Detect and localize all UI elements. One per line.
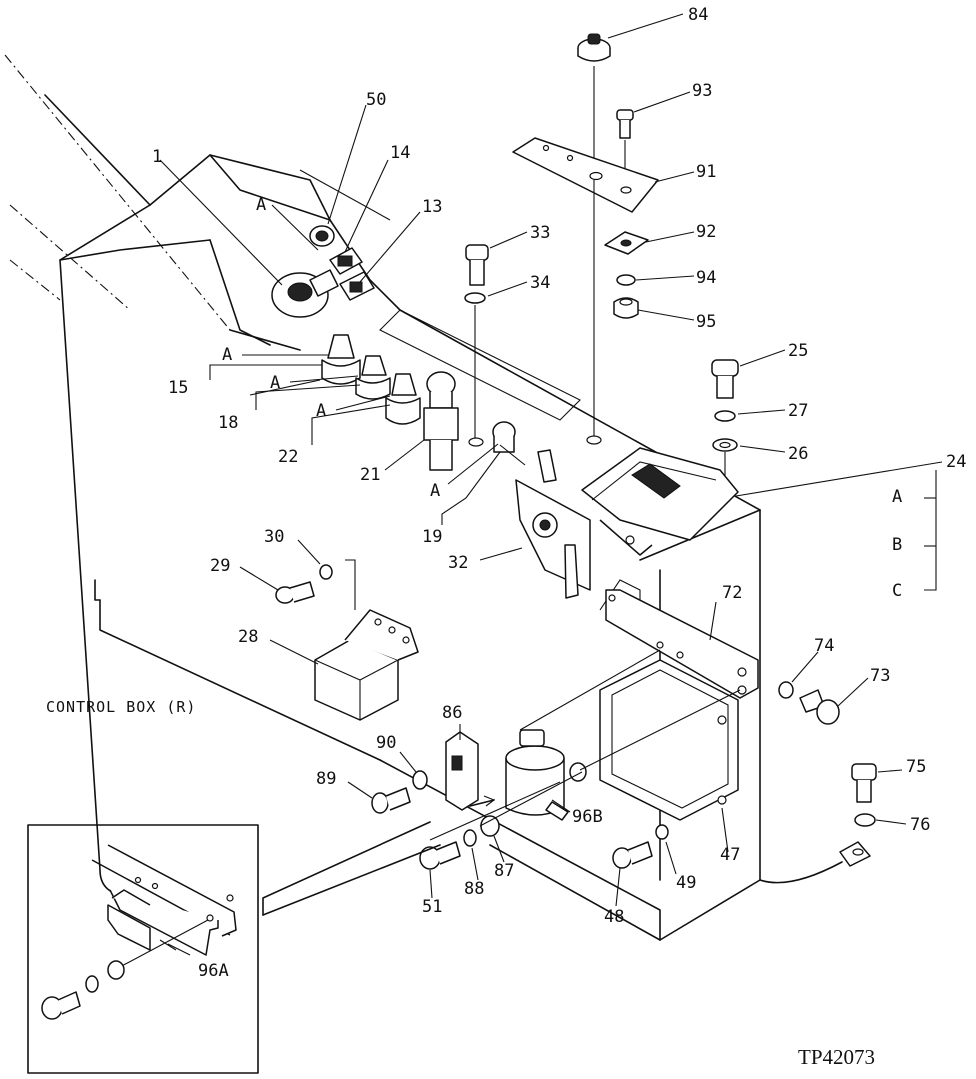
part-30-washer [319,564,333,580]
part-33-bolt [465,244,489,286]
callout-15: 15 [168,378,188,398]
part-34-washer [464,292,486,440]
part-21-pushbutton [423,371,459,471]
callout-49: 49 [676,873,696,893]
part-32-lever [515,449,591,599]
part-90-washer [412,770,428,790]
callout-73: 73 [870,666,890,686]
callout-25: 25 [788,341,808,361]
callout-94: 94 [696,268,716,288]
control-box-label: CONTROL BOX (R) [46,698,196,716]
detail-inset [27,821,441,1074]
callout-90: 90 [376,733,396,753]
part-89-screw [371,787,411,814]
callout-22: 22 [278,447,298,467]
callout-labels: 84 93 91 92 94 95 50 14 1 13 A 33 34 25 … [46,5,966,1069]
callout-1: 1 [152,147,162,167]
part-28-relay [314,559,419,721]
part-24-switch-housing [581,447,739,556]
part-88-washer [463,829,477,847]
part-27-washer [714,410,736,422]
callout-A-1: A [256,195,266,215]
part-13-switch [339,271,375,301]
part-96B-relay [505,729,587,821]
callout-29: 29 [210,556,230,576]
ground-cable [759,841,871,884]
part-29-screw [275,581,315,604]
callout-21: 21 [360,465,380,485]
callout-96A: 96A [198,961,229,981]
part-76-washer [854,813,876,827]
callout-95: 95 [696,312,716,332]
callout-30: 30 [264,527,284,547]
callout-24-C: C [892,581,902,601]
callout-33: 33 [530,223,550,243]
part-92-block [604,231,649,255]
callout-89: 89 [316,769,336,789]
part-51-screw [419,841,461,870]
callout-27: 27 [788,401,808,421]
callout-26: 26 [788,444,808,464]
part-49-washer [655,824,669,840]
callout-96B: 96B [572,807,603,827]
callout-86: 86 [442,703,462,723]
callout-32: 32 [448,553,468,573]
part-91-plate [512,137,659,213]
callout-24: 24 [946,452,966,472]
callout-24-A: A [892,487,902,507]
callout-88: 88 [464,879,484,899]
part-26-washer [712,438,738,480]
callout-A-18: A [270,373,280,393]
callout-A-19: A [430,481,440,501]
part-14-switch [329,247,363,275]
callout-18: 18 [218,413,238,433]
part-75-bolt [851,763,877,803]
part-94-washer [616,274,636,286]
callout-48: 48 [604,907,624,927]
callout-72: 72 [722,583,742,603]
part-73-bolt [799,689,840,725]
callout-leaders [159,13,943,907]
callout-50: 50 [366,90,386,110]
part-74-washer [778,681,794,699]
figure-code: TP42073 [798,1045,875,1069]
arrow [469,795,496,807]
callout-13: 13 [422,197,442,217]
callout-A-22: A [316,401,326,421]
callout-24-B: B [892,535,902,555]
callout-91: 91 [696,162,716,182]
callout-92: 92 [696,222,716,242]
callout-47: 47 [720,845,740,865]
part-72-bracket [605,589,759,699]
callout-87: 87 [494,861,514,881]
callout-76: 76 [910,815,930,835]
callout-A-15: A [222,345,232,365]
part-25-bolt [711,359,739,399]
callout-93: 93 [692,81,712,101]
part-18-knob [355,355,391,400]
part-22-knob [385,373,421,425]
part-24-bracket [924,470,937,591]
part-48-screw [612,841,653,869]
part-95-nut [613,297,639,319]
part-84-knob [577,33,611,175]
callout-34: 34 [530,273,550,293]
callout-51: 51 [422,897,442,917]
callout-74: 74 [814,636,834,656]
part-19-lamp [492,421,516,453]
callout-75: 75 [906,757,926,777]
callout-14: 14 [390,143,410,163]
callout-19: 19 [422,527,442,547]
part-47-box [599,659,739,821]
part-87-washer [480,815,500,837]
part-50-cap [309,225,335,247]
callout-28: 28 [238,627,258,647]
part-1-key-switch [271,269,339,318]
callout-84: 84 [688,5,708,25]
part-86-bracket [445,731,479,811]
